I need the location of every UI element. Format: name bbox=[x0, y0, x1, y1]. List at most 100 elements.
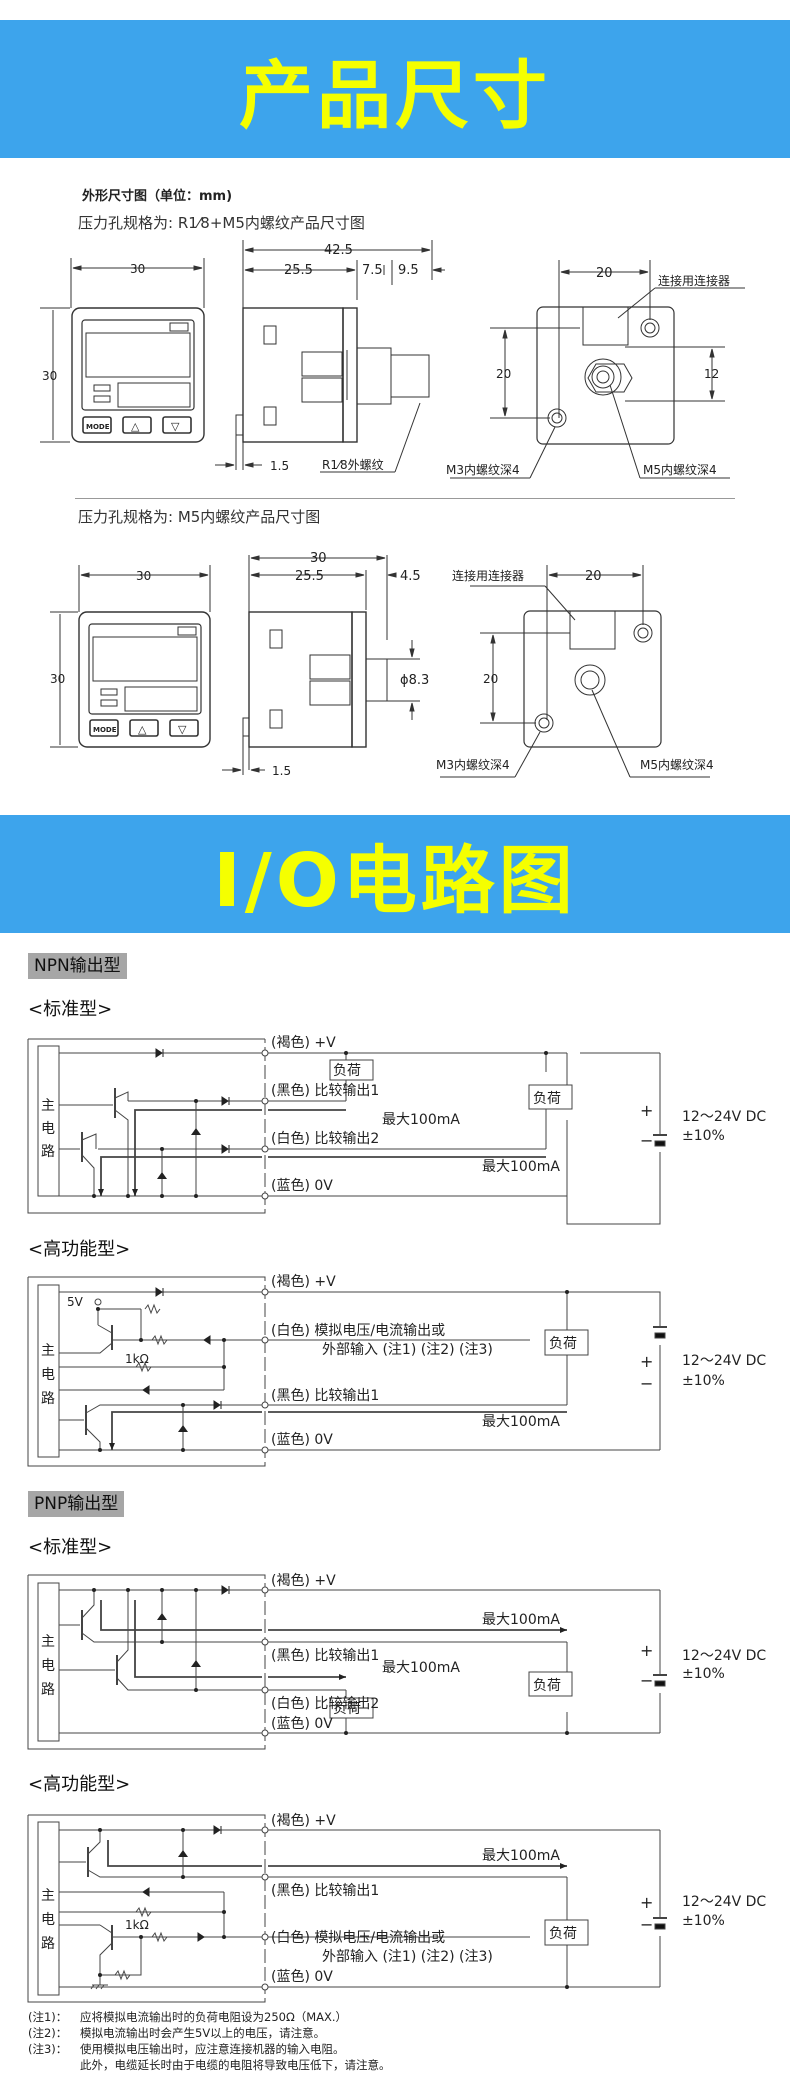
npn-hf-tolerance: ±10% bbox=[682, 1373, 725, 1389]
drawing2-title: 压力孔规格为: M5内螺纹产品尺寸图 bbox=[78, 508, 321, 526]
rear-view-2 bbox=[440, 565, 710, 778]
dimensions-heading: 外形尺寸图（单位：mm) bbox=[82, 189, 233, 204]
npn-hf-wire-white: (白色) 模拟电压/电流输出或 bbox=[271, 1322, 445, 1339]
npn-hf-wire-blue: (蓝色) 0V bbox=[271, 1431, 333, 1448]
pnp-hf-main-2: 电 bbox=[41, 1912, 55, 1928]
pnp-hf-supply: 12～24V DC bbox=[682, 1894, 766, 1910]
d2-down-button: ▽ bbox=[178, 723, 187, 736]
d1-m3-label: M3内螺纹深4 bbox=[446, 463, 520, 477]
pnp-standard-circuit: 主 电 路 (褐色) +V (黑色) 比较输出1 (白色) 比较输出2 (蓝色)… bbox=[27, 1572, 766, 1750]
npn-standard-title: <标准型> bbox=[28, 999, 113, 1020]
npn-std-wire-black: (黑色) 比较输出1 bbox=[271, 1082, 379, 1099]
pnp-hf-wire-white: (白色) 模拟电压/电流输出或 bbox=[271, 1929, 445, 1946]
pnp-hf-wire-black: (黑色) 比较输出1 bbox=[271, 1882, 379, 1899]
npn-hf-1k: 1kΩ bbox=[125, 1352, 149, 1366]
d1-rear-port-h: 12 bbox=[704, 367, 719, 381]
npn-std-load2: 负荷 bbox=[533, 1091, 561, 1107]
side-view-2 bbox=[222, 555, 420, 775]
pnp-std-supply: 12～24V DC bbox=[682, 1648, 766, 1664]
d2-side-port: 4.5 bbox=[400, 569, 421, 584]
d2-port-diameter: ϕ8.3 bbox=[400, 673, 429, 688]
pnp-hf-wire-brown: (褐色) +V bbox=[271, 1812, 336, 1829]
npn-std-supply: 12～24V DC bbox=[682, 1109, 766, 1125]
npn-hf-minus: − bbox=[640, 1374, 653, 1393]
pnp-std-main-3: 路 bbox=[41, 1682, 55, 1698]
npn-hf-max: 最大100mA bbox=[482, 1414, 560, 1430]
npn-hf-5v: 5V bbox=[67, 1295, 84, 1309]
pnp-standard-title: <标准型> bbox=[28, 1537, 113, 1558]
d1-side-hex: 7.5 bbox=[362, 263, 383, 278]
d1-side-total: 42.5 bbox=[324, 243, 353, 258]
pnp-hf-main-1: 主 bbox=[41, 1888, 55, 1904]
drawing2: 30 30 MODE △ ▽ 30 25.5 4.5 ϕ8.3 1.5 连接用连… bbox=[50, 551, 714, 778]
pnp-std-main-2: 电 bbox=[41, 1658, 55, 1674]
d1-front-width: 30 bbox=[130, 262, 145, 276]
d1-thread-label: R1⁄8外螺纹 bbox=[322, 458, 384, 472]
pnp-hf-load: 负荷 bbox=[549, 1926, 577, 1942]
d1-mode-button: MODE bbox=[86, 423, 110, 431]
npn-hf-supply: 12～24V DC bbox=[682, 1353, 766, 1369]
footnote: (注3)：使用模拟电压输出时，应注意连接机器的输入电阻。 bbox=[28, 2042, 345, 2056]
d1-down-button: ▽ bbox=[171, 420, 180, 433]
front-view-2 bbox=[50, 565, 211, 748]
d1-side-body: 25.5 bbox=[284, 263, 313, 278]
pnp-hf-max: 最大100mA bbox=[482, 1848, 560, 1864]
pnp-high-function-circuit: 主 电 路 1kΩ (褐色) +V (黑色) 比较输出1 (白色) 模拟电压/电… bbox=[27, 1812, 766, 2003]
npn-std-max1: 最大100mA bbox=[382, 1112, 460, 1128]
npn-hf-main-2: 电 bbox=[41, 1367, 55, 1383]
npn-std-wire-blue: (蓝色) 0V bbox=[271, 1177, 333, 1194]
pnp-std-wire-blue: (蓝色) 0V bbox=[271, 1715, 333, 1732]
npn-hf-wire-black: (黑色) 比较输出1 bbox=[271, 1387, 379, 1404]
d2-up-button: △ bbox=[138, 723, 147, 736]
d2-mode-button: MODE bbox=[93, 726, 117, 734]
d1-side-offset: 1.5 bbox=[270, 459, 289, 473]
d2-side-body: 25.5 bbox=[295, 569, 324, 584]
d2-front-width: 30 bbox=[136, 569, 151, 583]
d2-rear-spacing-v: 20 bbox=[483, 672, 498, 686]
npn-hf-wire-brown: (褐色) +V bbox=[271, 1273, 336, 1290]
d1-rear-spacing-h: 20 bbox=[596, 266, 613, 281]
d2-connector-label: 连接用连接器 bbox=[452, 568, 524, 583]
pnp-hf-minus: − bbox=[640, 1915, 653, 1934]
drawing1: 30 30 MODE △ ▽ 42.5 25.5 7.5 9.5 1.5 R1⁄… bbox=[40, 240, 745, 479]
npn-hf-main-3: 路 bbox=[41, 1391, 55, 1407]
pnp-hf-main-3: 路 bbox=[41, 1936, 55, 1952]
pnp-std-tolerance: ±10% bbox=[682, 1666, 725, 1682]
d1-front-height: 30 bbox=[42, 369, 57, 383]
npn-std-main-3: 路 bbox=[41, 1144, 55, 1160]
npn-hf-plus: + bbox=[640, 1352, 653, 1371]
pnp-std-max1: 最大100mA bbox=[482, 1612, 560, 1628]
drawing1-title: 压力孔规格为: R1⁄8+M5内螺纹产品尺寸图 bbox=[78, 214, 365, 232]
d1-side-thread: 9.5 bbox=[398, 263, 419, 278]
npn-std-wire-white: (白色) 比较输出2 bbox=[271, 1130, 379, 1147]
npn-std-wire-brown: (褐色) +V bbox=[271, 1034, 336, 1051]
pnp-hf-wire-white-2: 外部输入 (注1) (注2) (注3) bbox=[322, 1949, 493, 1965]
dimensions-banner: 产品尺寸 bbox=[0, 20, 790, 158]
npn-hf-wire-white-2: 外部输入 (注1) (注2) (注3) bbox=[322, 1342, 493, 1358]
pnp-hf-tolerance: ±10% bbox=[682, 1913, 725, 1929]
pnp-std-wire-brown: (褐色) +V bbox=[271, 1572, 336, 1589]
pnp-section-tag: PNP输出型 bbox=[28, 1491, 125, 1517]
npn-std-load1: 负荷 bbox=[333, 1063, 361, 1079]
dimensions-banner-title: 产品尺寸 bbox=[239, 52, 551, 139]
io-banner: I/O电路图 bbox=[0, 815, 790, 933]
d2-side-total: 30 bbox=[310, 551, 327, 566]
npn-standard-circuit: 主 电 路 (褐色) +V (黑色) 比较输出1 (白色) 比较输出2 (蓝色)… bbox=[27, 1034, 766, 1225]
footnote: (注2)：模拟电流输出时会产生5V以上的电压，请注意。 bbox=[28, 2026, 326, 2040]
pnp-hf-wire-blue: (蓝色) 0V bbox=[271, 1968, 333, 1985]
section-divider bbox=[75, 498, 735, 499]
pnp-std-plus: + bbox=[640, 1641, 653, 1660]
pnp-std-max2: 最大100mA bbox=[382, 1660, 460, 1676]
npn-std-plus: + bbox=[640, 1101, 653, 1120]
npn-std-minus: − bbox=[640, 1131, 653, 1150]
d1-connector-label: 连接用连接器 bbox=[658, 273, 730, 288]
io-banner-title: I/O电路图 bbox=[213, 837, 577, 924]
front-view-1 bbox=[40, 258, 205, 443]
d2-side-offset: 1.5 bbox=[272, 764, 291, 778]
d2-rear-spacing-h: 20 bbox=[585, 569, 602, 584]
d2-m3-label: M3内螺纹深4 bbox=[436, 758, 510, 772]
pnp-std-wire-white: (白色) 比较输出2 bbox=[271, 1695, 379, 1712]
pnp-std-load2: 负荷 bbox=[533, 1678, 561, 1694]
pnp-high-function-title: <高功能型> bbox=[28, 1774, 131, 1795]
npn-std-main-1: 主 bbox=[41, 1098, 55, 1114]
